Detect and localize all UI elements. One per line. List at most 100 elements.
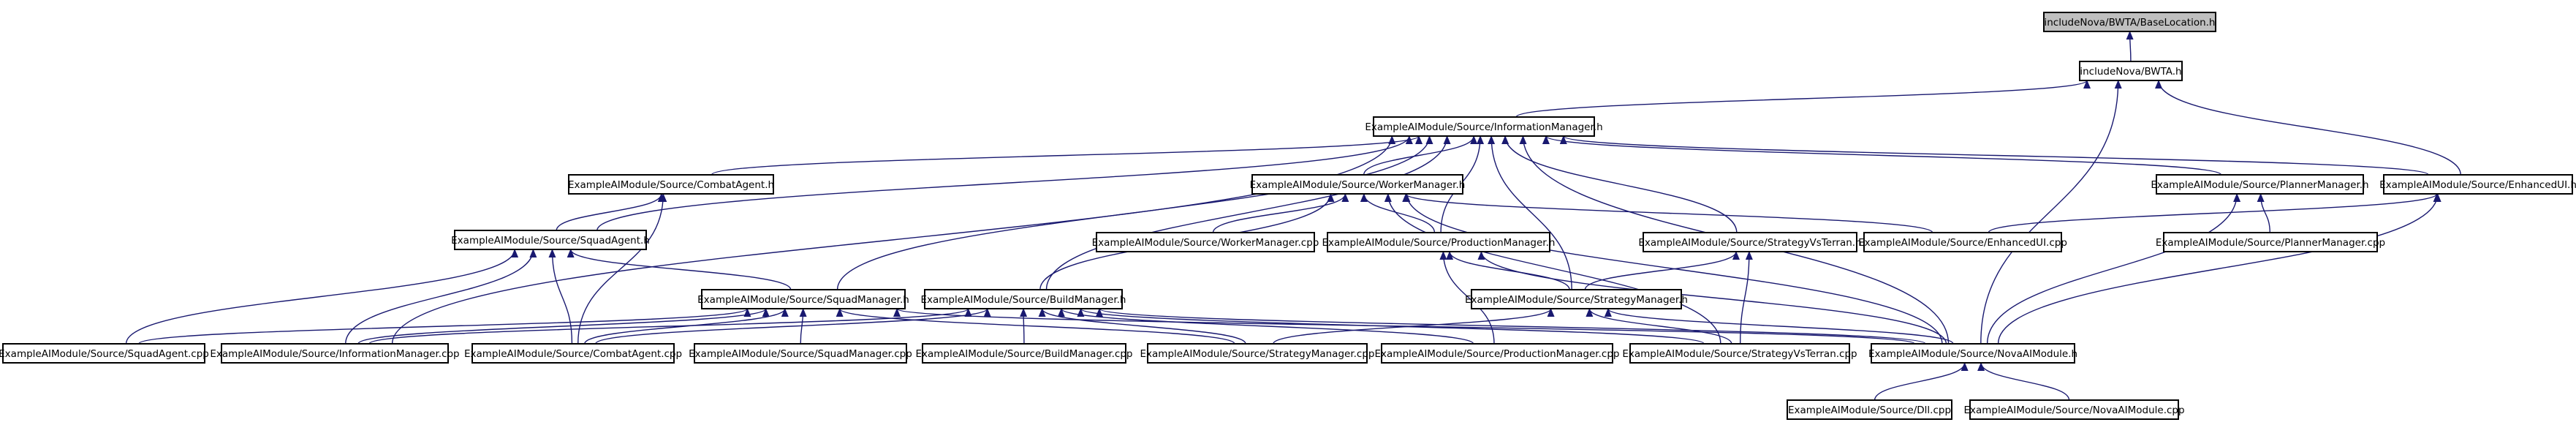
dependency-edge-workermgr_cpp-to-workermgr_h bbox=[1212, 193, 1349, 233]
node-dll-cpp[interactable]: ExampleAIModule/Source/Dll.cpp bbox=[1787, 399, 1952, 420]
node-label: ExampleAIModule/Source/StrategyVsTerran.… bbox=[1638, 237, 1861, 249]
dependency-edge-stratmgr_cpp-to-stratmgr_h bbox=[1273, 308, 1555, 345]
dependency-edge-buildmgr_h-to-infomgr_h bbox=[1045, 135, 1451, 290]
node-box bbox=[1863, 232, 2062, 252]
node-box bbox=[2, 343, 205, 364]
node-box bbox=[2043, 12, 2216, 32]
node-workermgr-cpp[interactable]: ExampleAIModule/Source/WorkerManager.cpp bbox=[1092, 232, 1319, 252]
node-label: ExampleAIModule/Source/EnhancedUI.cpp bbox=[1858, 237, 2067, 249]
dependency-edge-novaai_cpp-to-novaai_h bbox=[1977, 362, 2070, 401]
node-box bbox=[1787, 399, 1952, 420]
dependency-edge-squadmgr_h-to-squadagent_h bbox=[567, 249, 792, 290]
node-prodmgr-h[interactable]: ExampleAIModule/Source/ProductionManager… bbox=[1322, 232, 1556, 252]
node-baselocation[interactable]: includeNova/BWTA/BaseLocation.h bbox=[2043, 12, 2216, 32]
node-box bbox=[471, 343, 675, 364]
node-label: includeNova/BWTA.h bbox=[2080, 66, 2181, 78]
node-squadmgr-h[interactable]: ExampleAIModule/Source/SquadManager.h bbox=[697, 289, 909, 309]
node-label: ExampleAIModule/Source/BuildManager.cpp bbox=[915, 348, 1132, 360]
node-box bbox=[2163, 232, 2378, 252]
node-buildmgr-cpp[interactable]: ExampleAIModule/Source/BuildManager.cpp bbox=[915, 343, 1133, 364]
node-box bbox=[2079, 61, 2183, 81]
dependency-edge-novaai_h-to-plannermgr_h bbox=[1986, 193, 2241, 345]
node-label: ExampleAIModule/Source/PlannerManager.cp… bbox=[2156, 237, 2385, 249]
dependency-edge-stratvsterran_cpp-to-buildmgr_h bbox=[1077, 308, 1705, 345]
node-label: ExampleAIModule/Source/ProductionManager… bbox=[1375, 348, 1620, 360]
node-box bbox=[1871, 343, 2075, 364]
dependency-edge-enhancedui_cpp-to-enhancedui_h bbox=[1988, 193, 2441, 233]
node-box bbox=[1147, 343, 1368, 364]
node-stratvsterran-h[interactable]: ExampleAIModule/Source/StrategyVsTerran.… bbox=[1638, 232, 1862, 252]
node-combatagent-h[interactable]: ExampleAIModule/Source/CombatAgent.h bbox=[568, 174, 774, 195]
dependency-edge-novaai_h-to-buildmgr_h bbox=[1096, 308, 1926, 345]
dependency-edge-infomgr_cpp-to-squadmgr_h bbox=[357, 308, 770, 345]
node-label: ExampleAIModule/Source/StrategyManager.c… bbox=[1140, 348, 1375, 360]
node-squadagent-cpp[interactable]: ExampleAIModule/Source/SquadAgent.cpp bbox=[0, 343, 209, 364]
dependency-edge-stratmgr_h-to-prodmgr_h bbox=[1446, 251, 1570, 290]
dependency-edge-dll_cpp-to-novaai_h bbox=[1874, 362, 1969, 401]
node-infomgr-h[interactable]: ExampleAIModule/Source/InformationManage… bbox=[1365, 116, 1603, 137]
node-box bbox=[1381, 343, 1613, 364]
dependency-edge-prodmgr_h-to-workermgr_h bbox=[1360, 193, 1436, 233]
node-label: ExampleAIModule/Source/Dll.cpp bbox=[1788, 405, 1951, 416]
node-box bbox=[221, 343, 449, 364]
dependency-edge-bwta-to-baselocation bbox=[2126, 31, 2134, 62]
node-label: ExampleAIModule/Source/NovaAIModule.h bbox=[1868, 348, 2077, 360]
dependency-edge-stratmgr_h-to-infomgr_h bbox=[1488, 135, 1572, 290]
dependency-edge-squadagent_cpp-to-squadagent_h bbox=[125, 249, 519, 345]
node-enhancedui-cpp[interactable]: ExampleAIModule/Source/EnhancedUI.cpp bbox=[1858, 232, 2067, 252]
node-stratvsterran-cpp[interactable]: ExampleAIModule/Source/StrategyVsTerran.… bbox=[1622, 343, 1857, 364]
dependency-edge-stratvsterran_h-to-infomgr_h bbox=[1501, 135, 1738, 233]
dependency-edge-stratmgr_h-to-stratvsterran_h bbox=[1584, 251, 1740, 290]
node-box bbox=[2156, 174, 2364, 195]
node-label: ExampleAIModule/Source/StrategyVsTerran.… bbox=[1622, 348, 1857, 360]
node-box bbox=[701, 289, 906, 309]
dependency-edge-combatagent_cpp-to-combatagent_h bbox=[577, 193, 667, 345]
node-label: ExampleAIModule/Source/StrategyManager.h bbox=[1465, 294, 1688, 306]
node-label: includeNova/BWTA/BaseLocation.h bbox=[2044, 17, 2215, 29]
node-bwta[interactable]: includeNova/BWTA.h bbox=[2079, 61, 2183, 81]
node-box bbox=[1096, 232, 1315, 252]
node-box bbox=[1327, 232, 1550, 252]
node-infomgr-cpp[interactable]: ExampleAIModule/Source/InformationManage… bbox=[210, 343, 460, 364]
dependency-edge-enhancedui_cpp-to-workermgr_h bbox=[1402, 193, 1933, 233]
node-box bbox=[1251, 174, 1463, 195]
node-label: ExampleAIModule/Source/ProductionManager… bbox=[1322, 237, 1556, 249]
dependency-edge-squadagent_cpp-to-squadmgr_h bbox=[138, 308, 751, 345]
dependency-edge-enhancedui_h-to-bwta bbox=[2155, 80, 2461, 176]
node-label: ExampleAIModule/Source/PlannerManager.h bbox=[2151, 179, 2368, 191]
node-label: ExampleAIModule/Source/EnhancedUI.h bbox=[2379, 179, 2576, 191]
edge-layer bbox=[125, 31, 2461, 401]
dependency-edge-workermgr_h-to-infomgr_h bbox=[1363, 135, 1478, 176]
node-box bbox=[454, 230, 647, 250]
node-buildmgr-h[interactable]: ExampleAIModule/Source/BuildManager.h bbox=[920, 289, 1126, 309]
node-plannermgr-cpp[interactable]: ExampleAIModule/Source/PlannerManager.cp… bbox=[2156, 232, 2385, 252]
node-box bbox=[1373, 116, 1595, 137]
node-enhancedui-h[interactable]: ExampleAIModule/Source/EnhancedUI.h bbox=[2379, 174, 2576, 195]
node-layer: includeNova/BWTA/BaseLocation.h includeNo… bbox=[0, 12, 2576, 420]
node-combatagent-cpp[interactable]: ExampleAIModule/Source/CombatAgent.cpp bbox=[464, 343, 682, 364]
dependency-edge-buildmgr_cpp-to-buildmgr_h bbox=[1020, 308, 1028, 345]
node-stratmgr-cpp[interactable]: ExampleAIModule/Source/StrategyManager.c… bbox=[1140, 343, 1375, 364]
node-plannermgr-h[interactable]: ExampleAIModule/Source/PlannerManager.h bbox=[2151, 174, 2369, 195]
dependency-edge-squadagent_h-to-combatagent_h bbox=[556, 193, 665, 231]
node-workermgr-h[interactable]: ExampleAIModule/Source/WorkerManager.h bbox=[1250, 174, 1466, 195]
node-label: ExampleAIModule/Source/InformationManage… bbox=[1365, 121, 1602, 133]
node-prodmgr-cpp[interactable]: ExampleAIModule/Source/ProductionManager… bbox=[1375, 343, 1620, 364]
dependency-edge-stratmgr_cpp-to-squadmgr_h bbox=[836, 308, 1235, 345]
dependency-edge-stratmgr_cpp-to-buildmgr_h bbox=[1038, 308, 1246, 345]
dependency-edge-novaai_h-to-bwta bbox=[1980, 80, 2122, 345]
dependency-edge-stratvsterran_cpp-to-stratmgr_h bbox=[1586, 308, 1732, 345]
node-squadagent-h[interactable]: ExampleAIModule/Source/SquadAgent.h bbox=[451, 230, 650, 250]
node-label: ExampleAIModule/Source/InformationManage… bbox=[210, 348, 459, 360]
node-label: ExampleAIModule/Source/SquadAgent.h bbox=[451, 235, 650, 247]
node-box bbox=[2383, 174, 2573, 195]
dependency-edge-combatagent_h-to-infomgr_h bbox=[711, 135, 1423, 176]
node-stratmgr-h[interactable]: ExampleAIModule/Source/StrategyManager.h bbox=[1465, 289, 1688, 309]
node-label: ExampleAIModule/Source/SquadAgent.cpp bbox=[0, 348, 209, 360]
dependency-edge-infomgr_h-to-bwta bbox=[1515, 80, 2091, 118]
dependency-edge-novaai_h-to-enhancedui_h bbox=[1997, 193, 2441, 345]
node-squadmgr-cpp[interactable]: ExampleAIModule/Source/SquadManager.cpp bbox=[689, 343, 912, 364]
node-novaai-cpp[interactable]: ExampleAIModule/Source/NovaAIModule.cpp bbox=[1963, 399, 2185, 420]
node-novaai-h[interactable]: ExampleAIModule/Source/NovaAIModule.h bbox=[1868, 343, 2077, 364]
